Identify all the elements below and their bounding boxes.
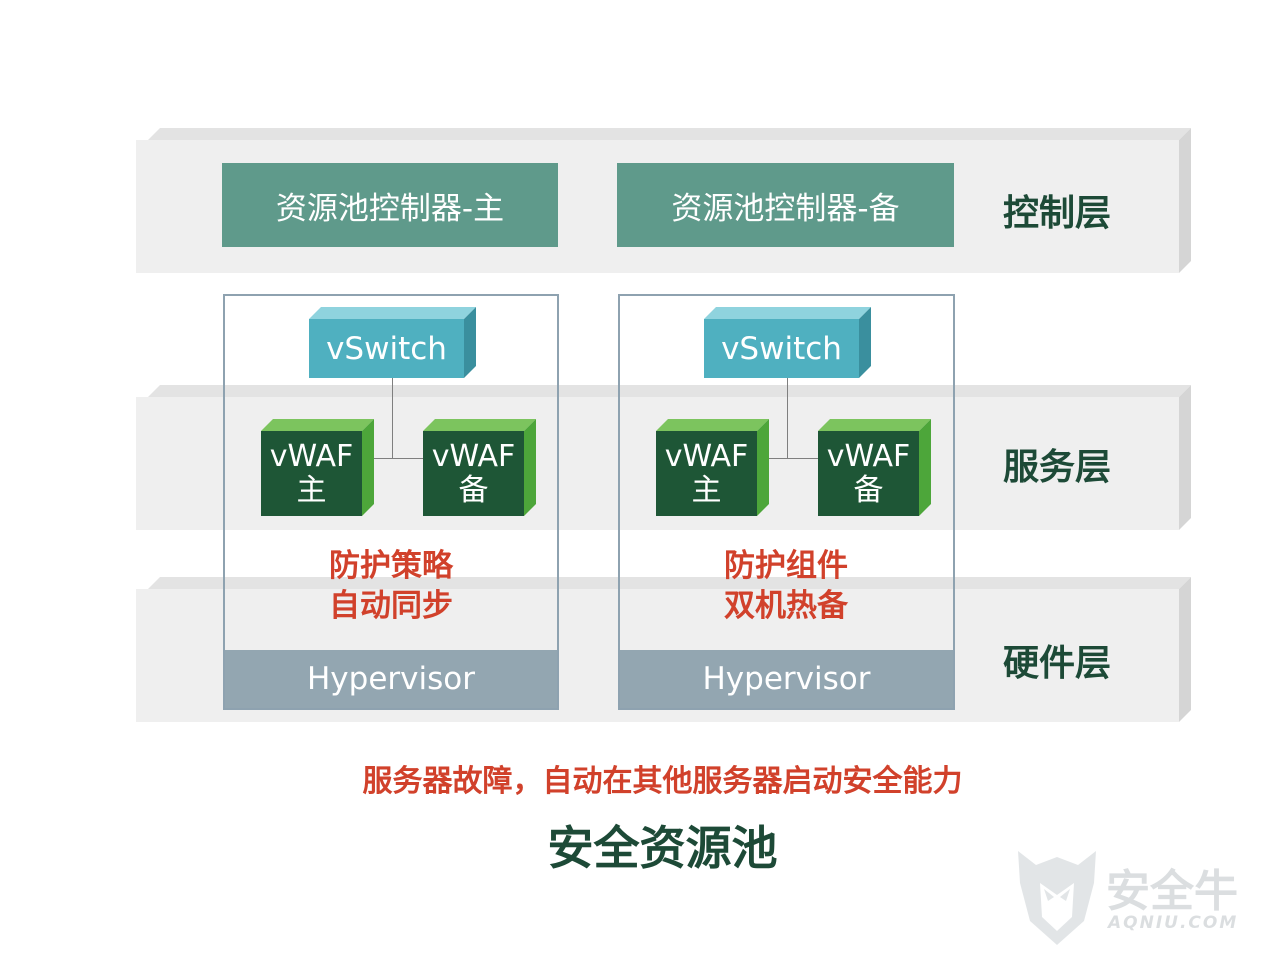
server-frame-2 <box>618 294 955 710</box>
server-note-2: 防护组件 双机热备 <box>666 546 906 626</box>
footer-title: 安全资源池 <box>547 821 778 875</box>
vswitch-label: vSwitch <box>326 330 447 367</box>
service-layer-label: 服务层 <box>1002 447 1111 488</box>
note-line-2: 双机热备 <box>724 588 848 624</box>
controller-backup: 资源池控制器-备 <box>617 163 954 247</box>
server-frame-1 <box>223 294 559 710</box>
connector-vertical <box>392 378 393 459</box>
vwaf-cube-edges <box>818 419 931 516</box>
vwaf-name: vWAF <box>431 438 516 474</box>
vswitch-cube-edges <box>704 307 871 378</box>
vwaf-cube-edges <box>261 419 374 516</box>
vswitch-cube-edges <box>309 307 476 378</box>
note-line-2: 自动同步 <box>329 588 453 624</box>
vwaf-cube-edges <box>656 419 769 516</box>
vwaf-cube-edges <box>423 419 536 516</box>
watermark-domain: AQNIU.COM <box>1108 913 1239 933</box>
watermark: 安全牛 AQNIU.COM <box>1014 843 1264 948</box>
note-line-1: 防护策略 <box>329 548 453 584</box>
server-note-1: 防护策略 自动同步 <box>271 546 511 626</box>
vwaf-name: vWAF <box>826 438 911 474</box>
vwaf-name: vWAF <box>269 438 354 474</box>
vswitch-label: vSwitch <box>721 330 842 367</box>
hypervisor-1: Hypervisor <box>225 650 557 708</box>
note-line-1: 防护组件 <box>724 548 848 584</box>
hypervisor-2: Hypervisor <box>620 650 953 708</box>
connector-vertical <box>787 378 788 459</box>
watermark-brand: 安全牛 <box>1106 866 1238 917</box>
footer-caption: 服务器故障，自动在其他服务器启动安全能力 <box>362 764 963 799</box>
vwaf-role: 主 <box>691 472 722 508</box>
vwaf-name: vWAF <box>664 438 749 474</box>
vwaf-role: 备 <box>458 472 489 508</box>
bull-shield-icon <box>1018 851 1096 945</box>
hardware-layer-label: 硬件层 <box>1002 643 1111 684</box>
controller-primary: 资源池控制器-主 <box>222 163 558 247</box>
vwaf-role: 主 <box>296 472 327 508</box>
control-layer-label: 控制层 <box>1002 193 1111 234</box>
vwaf-role: 备 <box>853 472 884 508</box>
connector-horizontal <box>767 458 819 459</box>
connector-horizontal <box>372 458 424 459</box>
